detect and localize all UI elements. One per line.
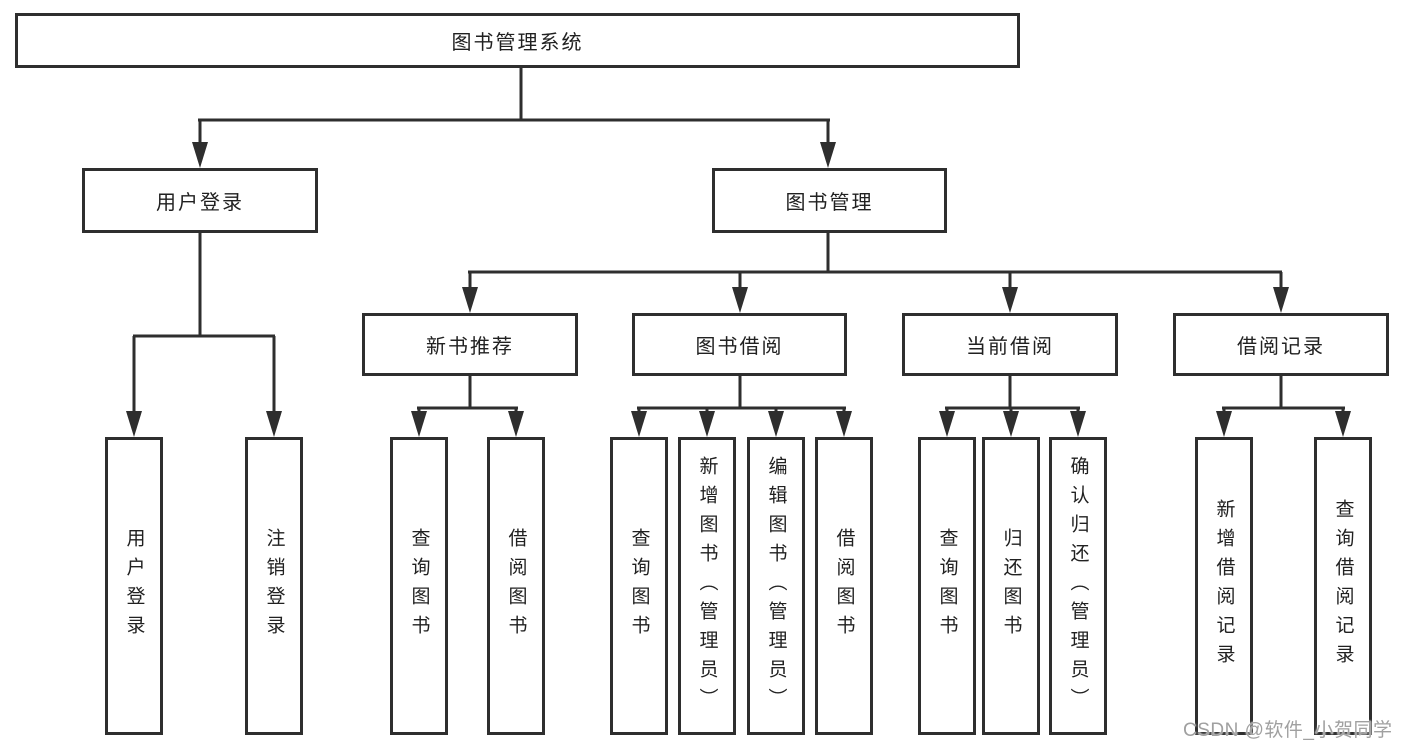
leaf-borrow-book-label: 借阅图书 [833,528,855,644]
node-book-management-label: 图书管理 [785,192,874,214]
leaf-add-borrow-record-label: 新增借阅记录 [1213,499,1235,673]
csdn-watermark: CSDN @软件_小贺同学 [1183,720,1393,741]
leaf-confirm-return-admin-label: 确认归还（管理员） [1067,455,1089,717]
leaf-query-borrow-record-label: 查询借阅记录 [1332,499,1354,673]
node-root-label: 图书管理系统 [451,32,584,54]
leaf-add-book-admin-label: 新增图书（管理员） [696,455,718,717]
node-current-borrow: 当前借阅 [902,313,1118,376]
leaf-borrow-book-recommend-label: 借阅图书 [505,528,527,644]
leaf-return-book-label: 归还图书 [1000,528,1022,644]
node-root: 图书管理系统 [15,13,1020,68]
node-new-book-recommend-label: 新书推荐 [426,336,514,358]
leaf-logout-login-label: 注销登录 [263,528,285,644]
leaf-query-book-borrow-label: 查询图书 [628,528,650,644]
leaf-query-book-current: 查询图书 [918,437,976,735]
node-book-borrow: 图书借阅 [632,313,847,376]
leaf-query-book-borrow: 查询图书 [610,437,668,735]
leaf-edit-book-admin-label: 编辑图书（管理员） [765,455,787,717]
node-current-borrow-label: 当前借阅 [966,336,1054,358]
node-user-login: 用户登录 [82,168,318,233]
node-borrow-record: 借阅记录 [1173,313,1389,376]
leaf-query-borrow-record: 查询借阅记录 [1314,437,1372,735]
node-borrow-record-label: 借阅记录 [1237,336,1325,358]
leaf-edit-book-admin: 编辑图书（管理员） [747,437,805,735]
node-book-borrow-label: 图书借阅 [695,336,784,358]
leaf-query-book-recommend-label: 查询图书 [408,528,430,644]
leaf-add-book-admin: 新增图书（管理员） [678,437,736,735]
leaf-user-login-label: 用户登录 [123,528,145,644]
leaf-borrow-book-recommend: 借阅图书 [487,437,545,735]
leaf-add-borrow-record: 新增借阅记录 [1195,437,1253,735]
leaf-user-login: 用户登录 [105,437,163,735]
node-user-login-label: 用户登录 [156,192,244,214]
leaf-query-book-recommend: 查询图书 [390,437,448,735]
leaf-confirm-return-admin: 确认归还（管理员） [1049,437,1107,735]
leaf-logout-login: 注销登录 [245,437,303,735]
leaf-return-book: 归还图书 [982,437,1040,735]
node-book-management: 图书管理 [712,168,947,233]
leaf-borrow-book: 借阅图书 [815,437,873,735]
node-new-book-recommend: 新书推荐 [362,313,578,376]
leaf-query-book-current-label: 查询图书 [936,528,958,644]
